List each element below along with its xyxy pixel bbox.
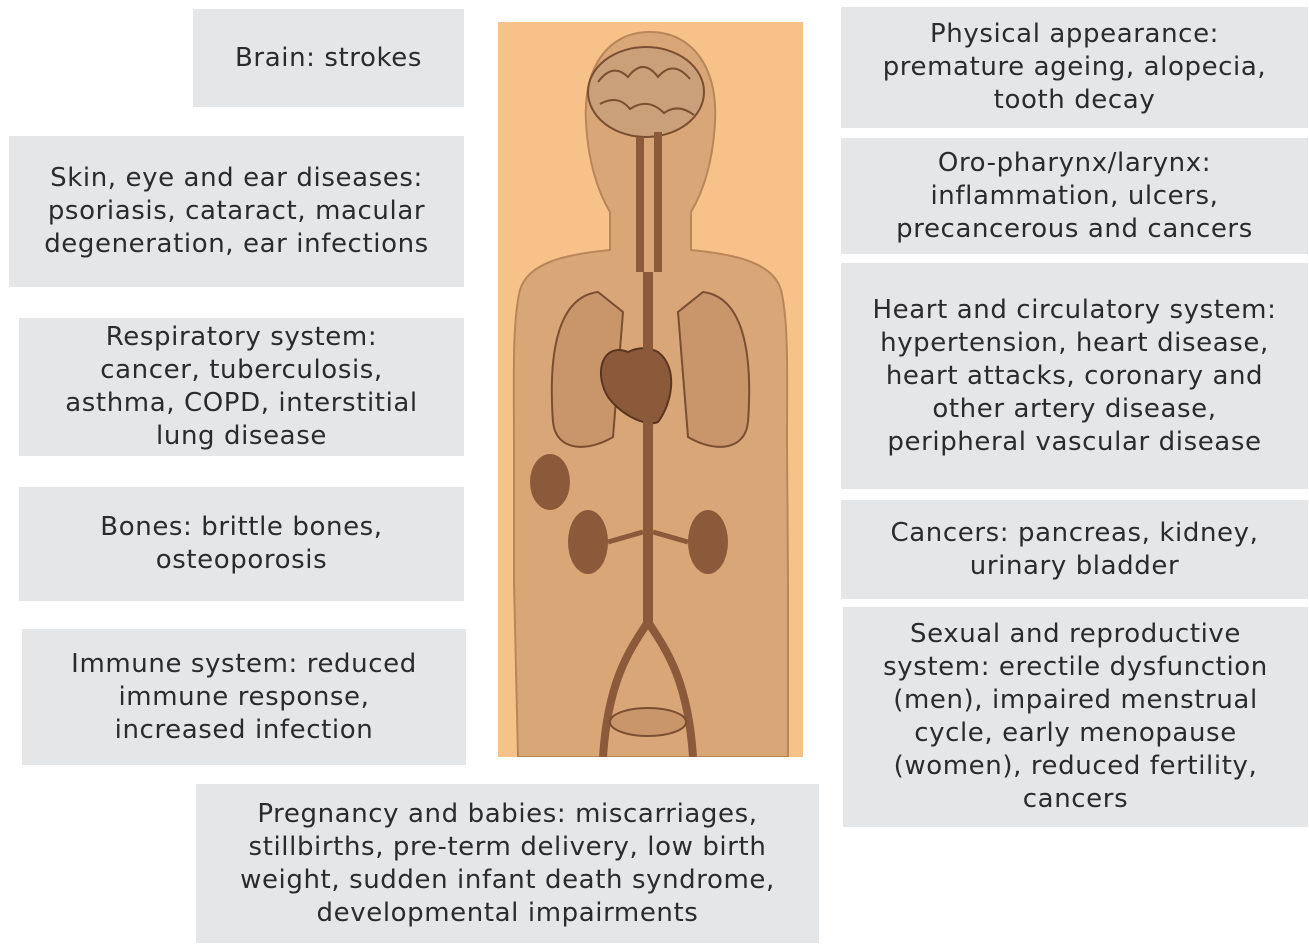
bones-label-box: Bones: brittle bones, osteoporosis — [19, 487, 464, 601]
bones-label: Bones: brittle bones, osteoporosis — [79, 511, 404, 577]
right-kidney — [688, 510, 728, 574]
cancers-label-box: Cancers: pancreas, kidney, urinary bladd… — [841, 500, 1308, 599]
anatomy-figure-icon — [498, 22, 803, 757]
physical-appearance-label: Physical appearance: premature ageing, a… — [871, 18, 1278, 117]
immune-label: Immune system: reduced immune response, … — [52, 648, 436, 747]
heart-label-box: Heart and circulatory system: hypertensi… — [841, 263, 1308, 489]
immune-label-box: Immune system: reduced immune response, … — [22, 629, 466, 765]
pregnancy-label: Pregnancy and babies: miscarriages, stil… — [226, 798, 789, 930]
physical-appearance-label-box: Physical appearance: premature ageing, a… — [841, 7, 1308, 128]
sexual-reproductive-label-box: Sexual and reproductive system: erectile… — [843, 607, 1308, 827]
respiratory-label-box: Respiratory system: cancer, tuberculosis… — [19, 318, 464, 456]
skin-eye-ear-label: Skin, eye and ear diseases: psoriasis, c… — [19, 162, 454, 261]
pregnancy-label-box: Pregnancy and babies: miscarriages, stil… — [196, 784, 819, 943]
bladder-shape — [610, 708, 686, 736]
brain-label-box: Brain: strokes — [193, 9, 464, 107]
spleen-shape — [530, 454, 570, 510]
skin-eye-ear-label-box: Skin, eye and ear diseases: psoriasis, c… — [9, 136, 464, 287]
sexual-reproductive-label: Sexual and reproductive system: erectile… — [868, 618, 1283, 816]
human-anatomy-illustration — [498, 22, 803, 757]
respiratory-label: Respiratory system: cancer, tuberculosis… — [59, 321, 424, 453]
heart-label: Heart and circulatory system: hypertensi… — [863, 294, 1286, 459]
left-kidney — [568, 510, 608, 574]
cancers-label: Cancers: pancreas, kidney, urinary bladd… — [881, 517, 1268, 583]
oropharynx-label-box: Oro-pharynx/larynx: inflammation, ulcers… — [841, 138, 1308, 254]
brain-shape — [588, 47, 704, 137]
oropharynx-label: Oro-pharynx/larynx: inflammation, ulcers… — [886, 147, 1263, 246]
brain-label: Brain: strokes — [235, 42, 422, 75]
